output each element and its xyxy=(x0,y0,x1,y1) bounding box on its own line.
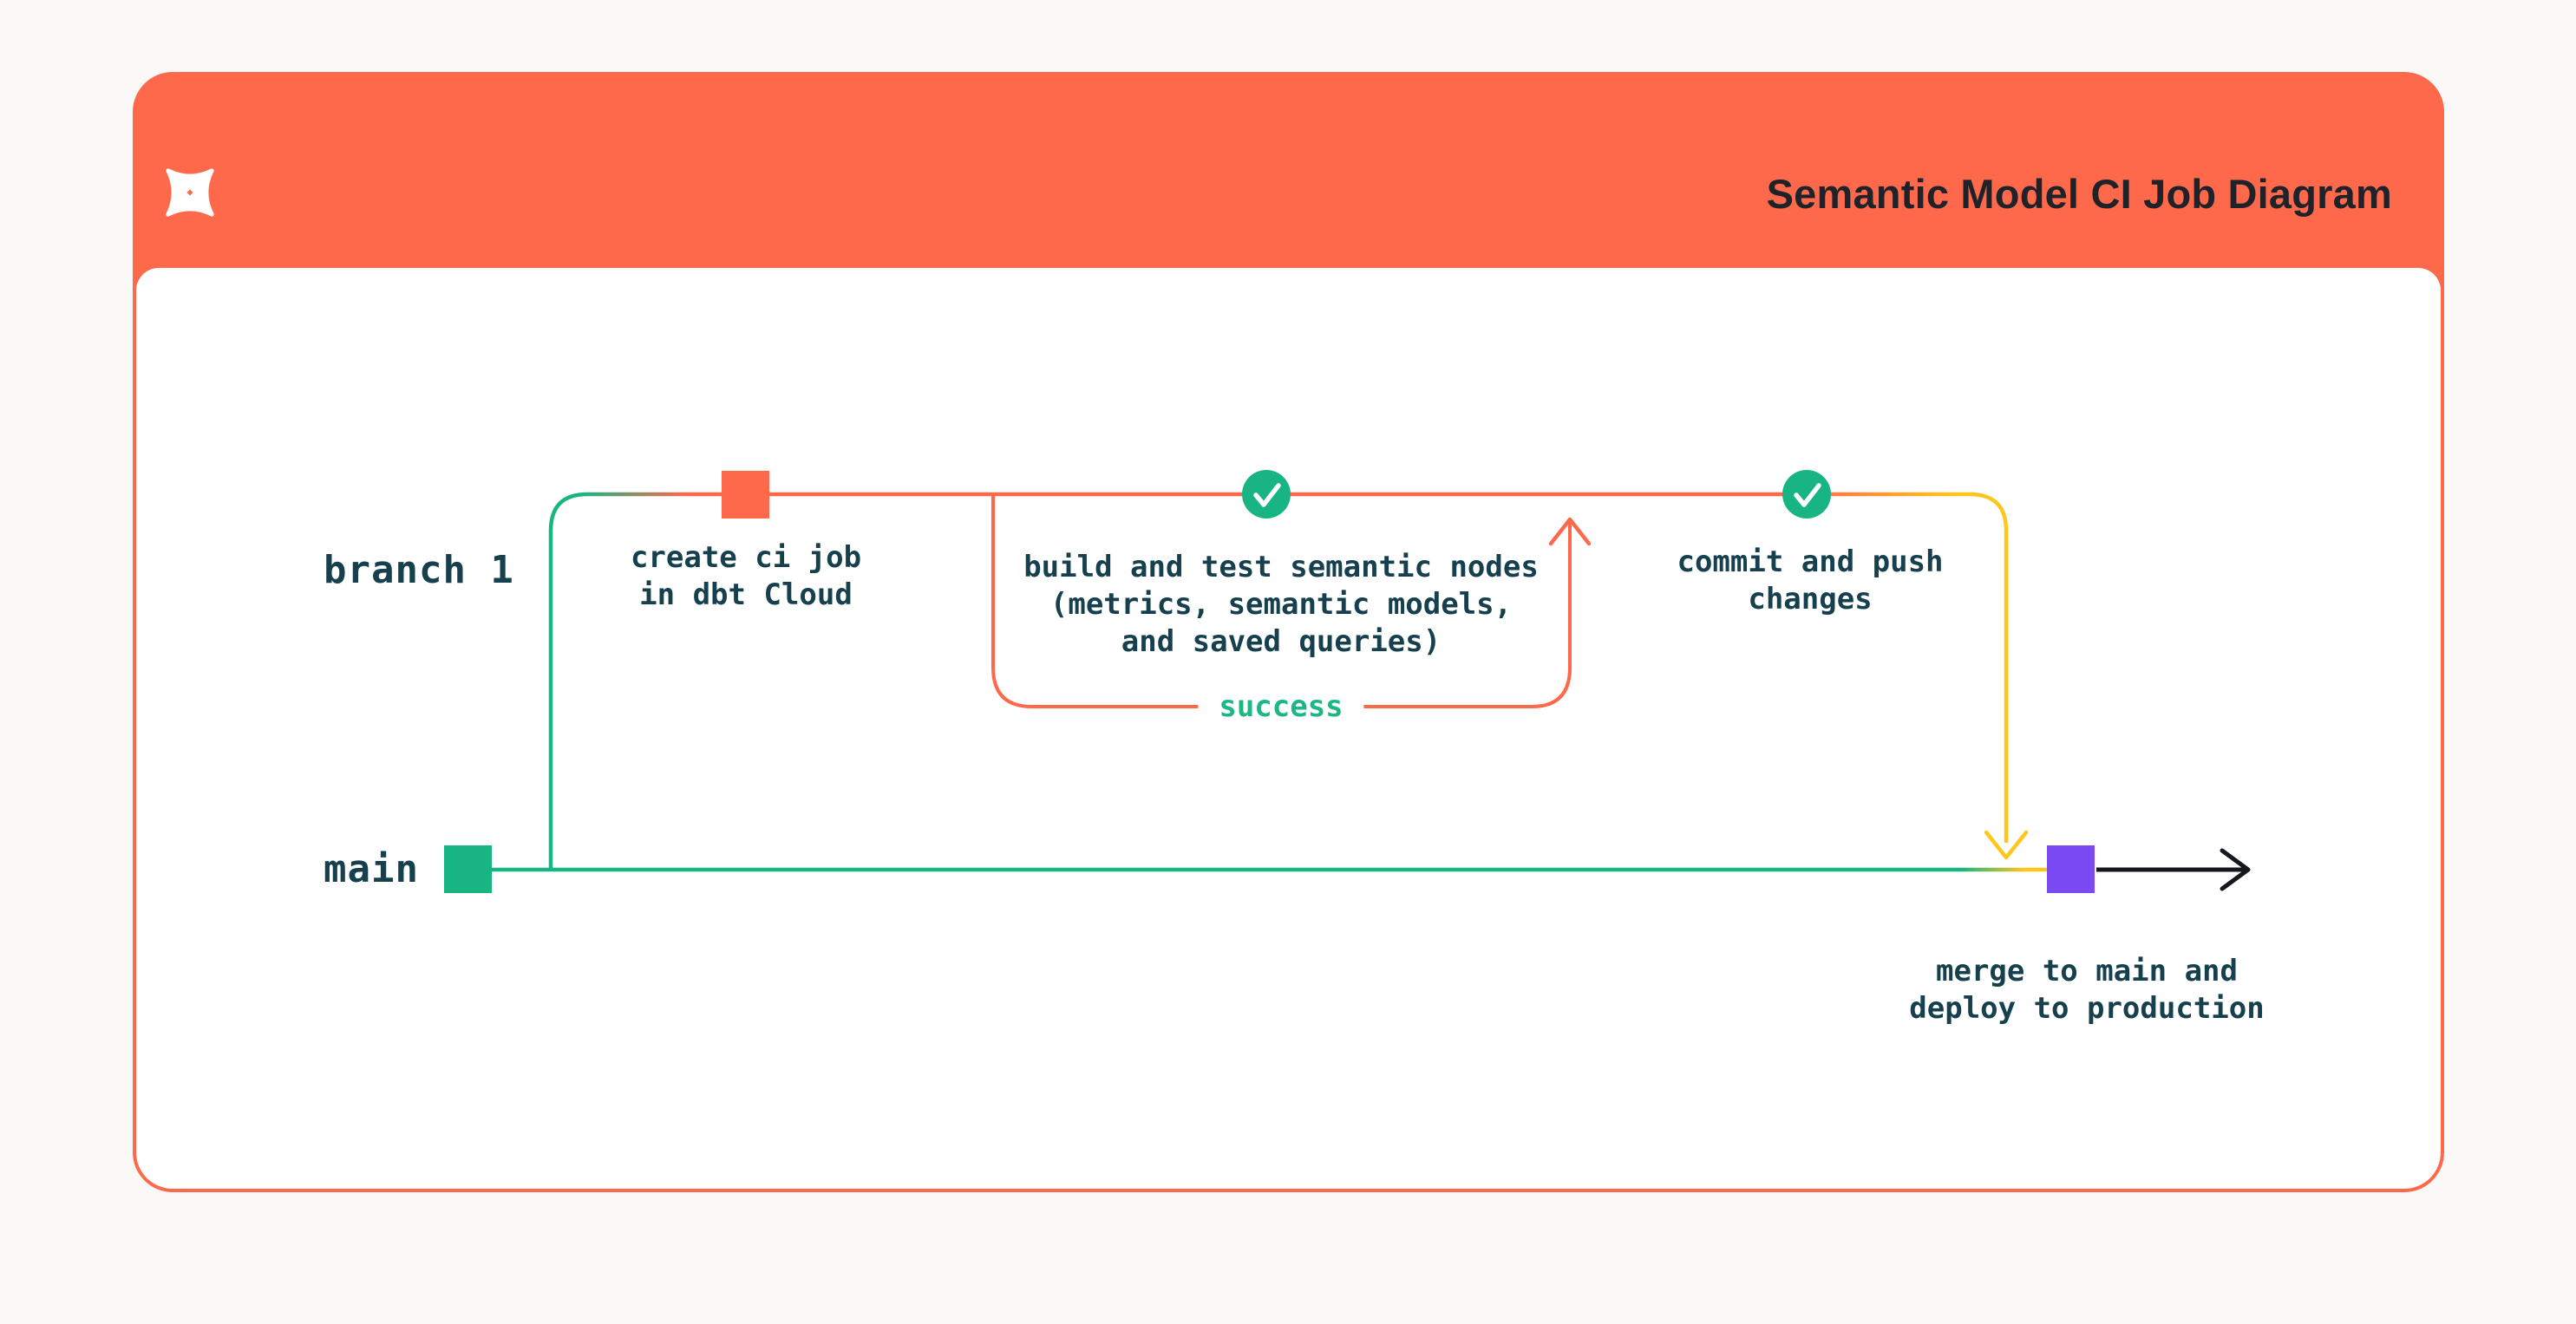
page-title: Semantic Model CI Job Diagram xyxy=(1766,171,2392,217)
dbt-logo-icon xyxy=(166,168,214,217)
card-content xyxy=(136,268,2441,1189)
branch-label-main: main xyxy=(324,847,419,891)
card-header: Semantic Model CI Job Diagram xyxy=(133,72,2444,268)
loop-label-success: success xyxy=(1198,688,1364,726)
node-label-commit-push: commit and push changes xyxy=(1677,545,1944,616)
dbt-logo-star-shape xyxy=(166,168,214,217)
node-label-build-test: build and test semantic nodes (metrics, … xyxy=(1023,550,1539,659)
branch-label-branch1: branch 1 xyxy=(324,548,514,592)
diagram-card: Semantic Model CI Job Diagram xyxy=(133,72,2444,1192)
node-label-merge-deploy: merge to main and deploy to production xyxy=(1909,954,2265,1026)
node-label-create-ci-job: create ci job in dbt Cloud xyxy=(630,540,862,612)
